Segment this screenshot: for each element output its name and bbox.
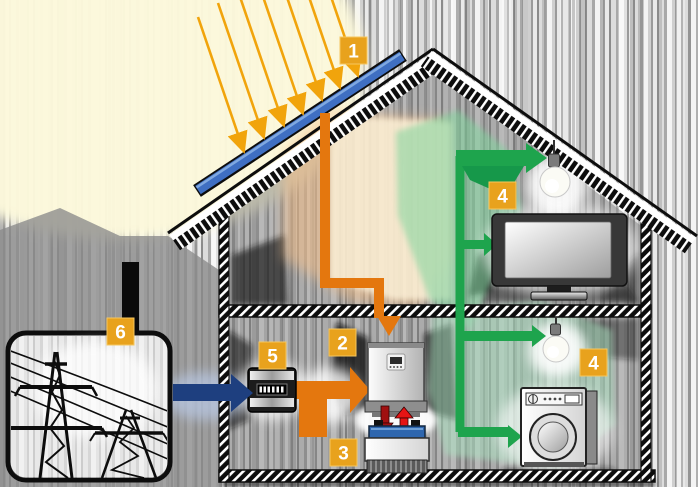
roof-left-slope [167,47,446,251]
svg-text:6: 6 [115,323,126,344]
utility-grid-box [5,330,173,483]
tv-screen [504,221,612,279]
callout-solar-panel: 1 [339,36,368,65]
callout-appliances-lower: 4 [579,348,608,377]
inverter [364,342,428,417]
washing-machine [520,387,598,467]
lower-light [542,317,570,363]
svg-text:4: 4 [588,354,599,375]
callout-grid: 6 [106,317,135,346]
pylon-small [89,409,167,478]
callouts: 1 2 3 4 4 5 6 [106,36,608,467]
pylon-large [11,351,109,478]
arrow-to-lower-bulb [464,325,546,347]
callout-inverter: 2 [328,328,357,357]
battery [364,420,430,474]
tv-stand-neck [547,286,571,293]
solar-panel [193,49,407,197]
floor-beam-bottom [218,469,656,483]
svg-text:4: 4 [497,187,508,208]
floor-beam-middle [218,304,652,318]
callout-appliances-upper: 4 [488,181,517,210]
electricity-meter [247,367,297,413]
callout-meter: 5 [258,341,287,370]
svg-text:5: 5 [267,347,278,368]
upper-light [539,140,571,198]
house [167,47,698,483]
wall-left [218,205,230,483]
bulb-socket [550,323,561,336]
tv-stand-base [530,291,588,301]
grid-ac-arrow [296,367,370,437]
power-lines [11,349,167,461]
arrow-to-washer [458,425,522,448]
tv [491,213,628,301]
bulb-socket [548,153,560,168]
sun-rays [196,0,362,154]
grid-connection-arrow [173,374,253,412]
wall-right [640,223,652,483]
svg-text:3: 3 [338,444,349,465]
svg-text:1: 1 [348,42,359,63]
utility-pole [122,262,139,334]
dc-flow-arrow [320,113,401,336]
washer-display [564,394,580,404]
arrow-to-tv [464,233,497,256]
svg-text:2: 2 [337,334,348,355]
callout-battery: 3 [329,438,358,467]
